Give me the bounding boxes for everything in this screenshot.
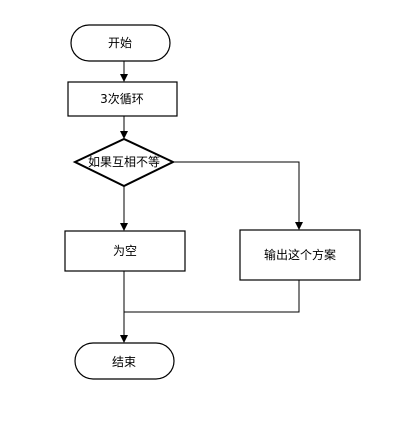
end-node: 结束 [74,342,175,380]
output-node: 输出这个方案 [239,229,361,281]
end-label: 结束 [112,355,136,369]
edge-decision-to-output [173,161,303,230]
start-label: 开始 [108,36,132,50]
loop-label: 3次循环 [100,92,144,106]
start-node: 开始 [70,24,171,62]
decision-label: 如果互相不等 [88,154,160,169]
output-label: 输出这个方案 [264,247,336,262]
loop-node: 3次循环 [67,81,178,117]
decision-node: 如果互相不等 [72,137,176,188]
empty-node: 为空 [64,230,186,272]
empty-label: 为空 [113,244,137,258]
edge-output-to-end [124,280,300,313]
